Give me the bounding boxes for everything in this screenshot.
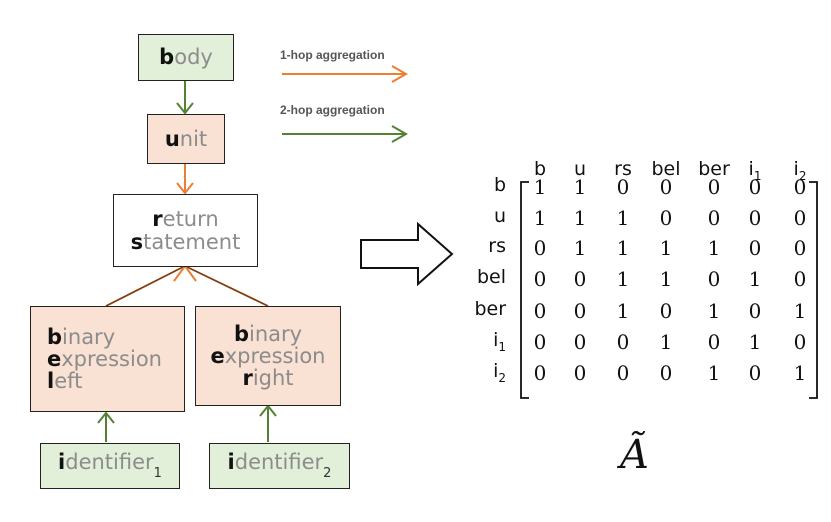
matrix-cell: 0 <box>616 330 630 354</box>
matrix-cell: 0 <box>533 299 547 323</box>
matrix-cell: 0 <box>748 361 762 385</box>
matrix-cell: 0 <box>659 361 673 385</box>
matrix-cell: 0 <box>748 206 762 230</box>
matrix-col-header: u <box>573 158 587 180</box>
matrix-col-header: i2 <box>793 158 807 183</box>
matrix-col-header: bel <box>651 158 681 180</box>
matrix-cell: 1 <box>573 206 587 230</box>
node-unit: unit <box>147 114 225 164</box>
matrix-cell: 0 <box>616 361 630 385</box>
matrix-row-label: i2 <box>493 360 506 385</box>
matrix-cell: 1 <box>707 236 721 260</box>
matrix-cell: 0 <box>793 330 807 354</box>
matrix-cell: 1 <box>707 299 721 323</box>
node-identifier-2: identifier2 <box>209 443 350 489</box>
matrix-cell: 1 <box>616 267 630 291</box>
matrix-row-label: i1 <box>493 329 506 354</box>
matrix-cell: 1 <box>573 175 587 199</box>
matrix-cell: 1 <box>707 361 721 385</box>
matrix-cell: 0 <box>573 330 587 354</box>
matrix-cell: 1 <box>616 236 630 260</box>
matrix-cell: 1 <box>616 299 630 323</box>
node-body: body <box>138 34 234 81</box>
matrix-cell: 0 <box>793 206 807 230</box>
matrix-cell: 1 <box>659 330 673 354</box>
matrix-col-header: rs <box>614 158 632 180</box>
matrix-col-header: i1 <box>748 158 762 183</box>
matrix-cell: 1 <box>793 361 807 385</box>
matrix-cell: 0 <box>659 299 673 323</box>
matrix-cell: 1 <box>748 267 762 291</box>
matrix-cell: 0 <box>533 236 547 260</box>
matrix-row-label: rs <box>488 235 506 257</box>
matrix-row-label: b <box>493 174 506 196</box>
matrix-left-bracket <box>520 181 529 399</box>
big-right-arrow-icon <box>360 221 454 287</box>
matrix-row-label: ber <box>474 298 506 320</box>
node-binary-expression-left: binary expression left <box>30 306 185 412</box>
matrix-right-bracket <box>809 181 818 399</box>
edge-ident1-binleft <box>97 411 115 442</box>
matrix-cell: 1 <box>748 330 762 354</box>
matrix-cell: 0 <box>533 267 547 291</box>
matrix-cell: 0 <box>793 236 807 260</box>
legend-1hop-arrow <box>282 65 409 83</box>
matrix-cell: 1 <box>573 236 587 260</box>
matrix-col-header: ber <box>698 158 730 180</box>
edge-ident2-binright <box>259 404 277 442</box>
matrix-cell: 0 <box>616 175 630 199</box>
matrix-cell: 0 <box>707 175 721 199</box>
matrix-cell: 1 <box>659 236 673 260</box>
matrix-cell: 0 <box>707 330 721 354</box>
matrix-name: Ã <box>620 432 649 478</box>
legend-2hop-label: 2-hop aggregation <box>280 103 385 117</box>
matrix-cell: 0 <box>533 330 547 354</box>
matrix-cell: 0 <box>793 175 807 199</box>
matrix-row-label: u <box>493 205 506 227</box>
edge-unit-return <box>176 164 194 195</box>
node-binary-expression-right: binary expression right <box>195 306 341 406</box>
edge-binaries-return <box>105 264 269 307</box>
matrix-col-header: b <box>533 158 547 180</box>
matrix-cell: 0 <box>533 361 547 385</box>
matrix-cell: 0 <box>793 267 807 291</box>
matrix-cell: 0 <box>707 206 721 230</box>
matrix-cell: 0 <box>707 267 721 291</box>
matrix-cell: 0 <box>748 236 762 260</box>
matrix-cell: 0 <box>573 361 587 385</box>
matrix-cell: 0 <box>573 299 587 323</box>
matrix-cell: 0 <box>659 206 673 230</box>
legend-1hop-label: 1-hop aggregation <box>280 48 385 62</box>
matrix-cell: 0 <box>748 175 762 199</box>
legend-2hop-arrow <box>282 125 409 143</box>
matrix-row-label: bel <box>476 266 506 288</box>
matrix-cell: 0 <box>748 299 762 323</box>
node-return-statement: return statement <box>113 194 258 267</box>
matrix-cell: 1 <box>533 206 547 230</box>
matrix-cell: 0 <box>573 267 587 291</box>
matrix-cell: 1 <box>793 299 807 323</box>
edge-body-unit <box>176 81 194 115</box>
matrix-cell: 1 <box>659 267 673 291</box>
matrix-cell: 1 <box>533 175 547 199</box>
matrix-cell: 0 <box>659 175 673 199</box>
node-identifier-1: identifier1 <box>40 443 180 489</box>
matrix-cell: 1 <box>616 206 630 230</box>
